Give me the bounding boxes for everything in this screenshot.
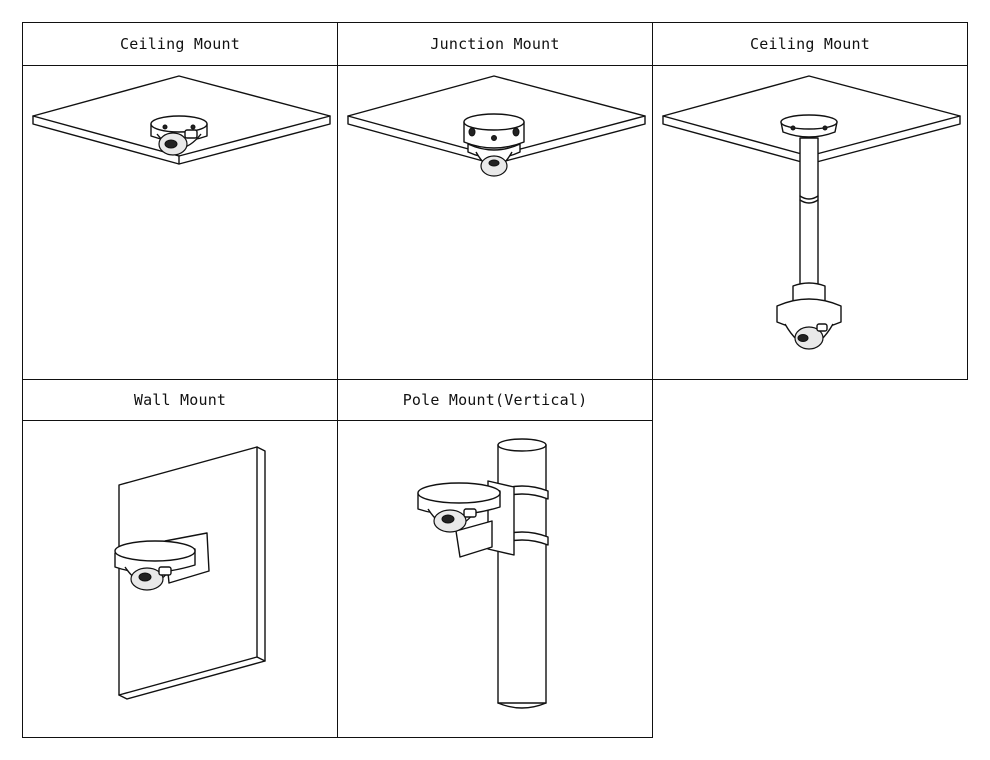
ceiling-mount-illustration (32, 75, 331, 165)
pendant-mount-illustration (662, 75, 961, 350)
header-pole-mount: Pole Mount(Vertical) (337, 379, 653, 421)
mount-options-table: Ceiling Mount Junction Mount Ceiling Mou… (22, 22, 968, 738)
wall-mount-illustration-cell (22, 420, 338, 738)
mount-title: Junction Mount (430, 35, 560, 53)
header-ceiling-mount-1: Ceiling Mount (22, 22, 338, 66)
pole-mount-illustration (417, 438, 549, 709)
mount-title: Wall Mount (133, 391, 227, 409)
mount-title: Pole Mount(Vertical) (402, 391, 588, 409)
junction-mount-illustration (347, 75, 646, 177)
junction-mount-illustration-cell (337, 65, 653, 380)
pendant-mount-illustration-cell (652, 65, 968, 380)
wall-mount-illustration (114, 446, 266, 700)
mount-title: Ceiling Mount (120, 35, 240, 53)
ceiling-mount-illustration-cell (22, 65, 338, 380)
header-wall-mount: Wall Mount (22, 379, 338, 421)
header-ceiling-mount-2: Ceiling Mount (652, 22, 968, 66)
header-junction-mount: Junction Mount (337, 22, 653, 66)
mount-title: Ceiling Mount (750, 35, 870, 53)
pole-mount-illustration-cell (337, 420, 653, 738)
